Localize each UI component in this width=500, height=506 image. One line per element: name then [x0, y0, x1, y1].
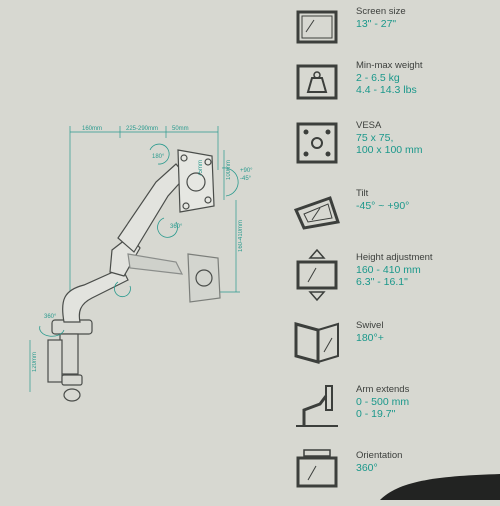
dim-tilt-neg: -45°	[240, 176, 252, 182]
screen-icon	[290, 2, 344, 56]
orientation-icon	[290, 446, 344, 500]
dim-vesa-height: 100mm	[226, 160, 232, 181]
technical-drawing: 160mm 225-290mm 50mm 180° 100mm 75mm +90…	[29, 126, 253, 402]
corner-decoration	[380, 474, 500, 500]
dim-tilt-pos: +90°	[240, 168, 253, 174]
spec-label: Tilt	[356, 188, 369, 199]
spec-value: -45° ~ +90°	[356, 200, 410, 212]
spec-value: 4.4 - 14.3 lbs	[356, 84, 417, 96]
dim-rot-360: 360°	[170, 224, 183, 230]
spec-value: 360°	[356, 462, 378, 474]
dim-base-360: 360°	[44, 314, 57, 320]
spec-label: Orientation	[356, 450, 403, 461]
spec-value: 100 x 100 mm	[356, 144, 423, 156]
height-adjust-icon	[290, 248, 344, 302]
spec-weight: Min-max weight 2 - 6.5 kg 4.4 - 14.3 lbs	[284, 56, 500, 116]
dim-vesa-width: 75mm	[198, 160, 204, 177]
spec-height: Height adjustment 160 - 410 mm 6.3" - 16…	[284, 248, 500, 308]
vesa-icon	[290, 116, 344, 170]
spec-label: Swivel	[356, 320, 384, 331]
tilt-icon	[290, 184, 344, 238]
spec-list: Screen size 13" - 27" Min-max weight 2 -…	[284, 0, 500, 500]
monitor-arm-drawing	[29, 126, 240, 402]
dim-top-mid: 225-290mm	[126, 126, 159, 132]
swivel-icon	[290, 316, 344, 370]
spec-label: Min-max weight	[356, 60, 423, 71]
spec-swivel: Swivel 180°+	[284, 316, 500, 376]
spec-value: 13" - 27"	[356, 18, 397, 30]
spec-arm-extend: Arm extends 0 - 500 mm 0 - 19.7"	[284, 380, 500, 440]
dim-top-left: 160mm	[82, 126, 103, 132]
dim-swivel-top: 180°	[152, 154, 165, 160]
spec-value: 0 - 500 mm	[356, 396, 410, 408]
spec-value: 75 x 75,	[356, 132, 394, 144]
spec-value: 0 - 19.7"	[356, 408, 396, 420]
spec-label: Screen size	[356, 6, 406, 17]
spec-value: 180°+	[356, 332, 384, 344]
dim-top-right: 50mm	[172, 126, 189, 132]
spec-label: VESA	[356, 120, 382, 131]
spec-value: 6.3" - 16.1"	[356, 276, 408, 288]
spec-value: 160 - 410 mm	[356, 264, 421, 276]
spec-screen-size: Screen size 13" - 27"	[284, 2, 500, 62]
dim-clamp-height: 120mm	[32, 352, 38, 373]
spec-orientation: Orientation 360°	[284, 446, 500, 506]
spec-label: Height adjustment	[356, 252, 433, 263]
weight-icon	[290, 56, 344, 110]
arm-extend-icon	[290, 380, 344, 434]
spec-label: Arm extends	[356, 384, 410, 395]
spec-value: 2 - 6.5 kg	[356, 72, 400, 84]
spec-vesa: VESA 75 x 75, 100 x 100 mm	[284, 116, 500, 176]
dim-height-range: 160-410mm	[238, 220, 244, 253]
spec-tilt: Tilt -45° ~ +90°	[284, 184, 500, 244]
